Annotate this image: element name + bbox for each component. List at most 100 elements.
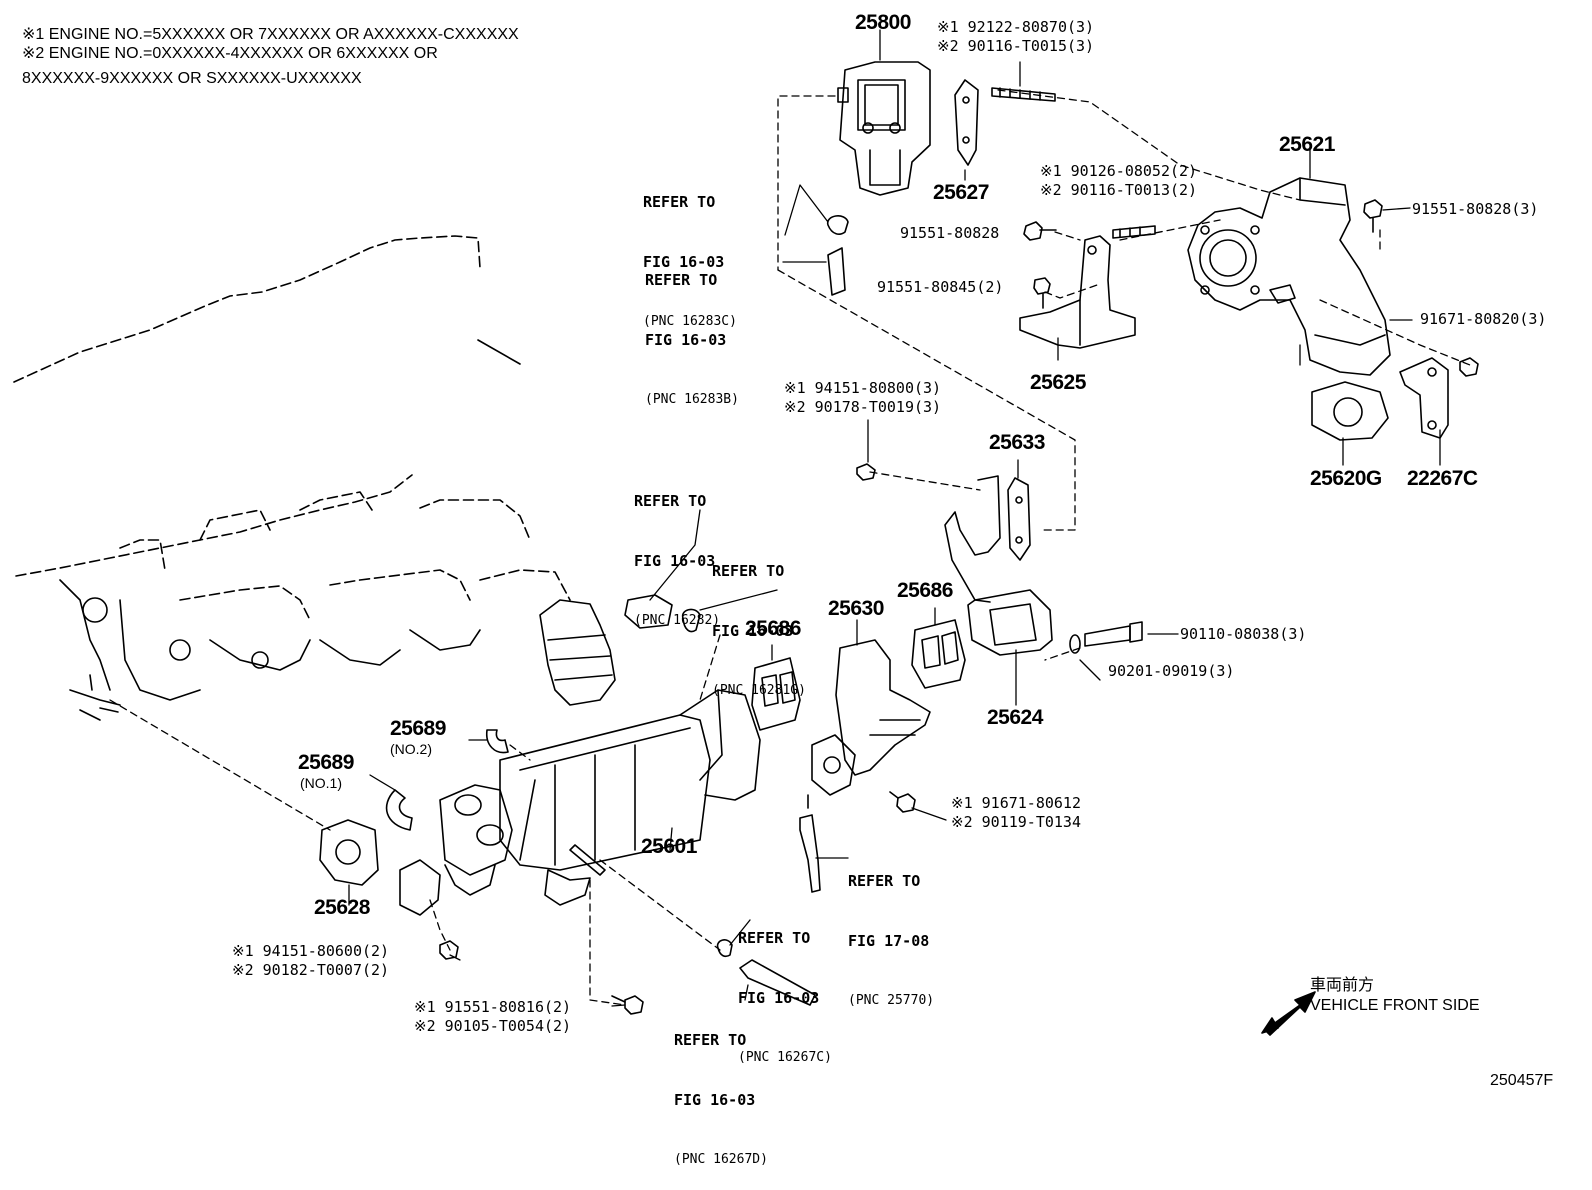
part-number-25686-left: 25686 bbox=[745, 617, 801, 640]
note-engine-2-line2: 8XXXXXX-9XXXXXX OR SXXXXXX-UXXXXXX bbox=[22, 70, 362, 87]
bolt-91551-80845 bbox=[1033, 277, 1051, 309]
label-nut-1: ※1 94151-80800(3) bbox=[784, 379, 942, 397]
gasket-25628 bbox=[319, 819, 379, 886]
refer-16282[interactable]: REFER TO FIG 16-03 (PNC 16282) bbox=[634, 451, 720, 651]
parts-diagram bbox=[13, 29, 1479, 1036]
label-washer-90201: 90201-09019(3) bbox=[1108, 662, 1235, 680]
hose-25770 bbox=[799, 814, 821, 893]
bolt-91551-80828 bbox=[1023, 221, 1057, 241]
label-bolt-91551-80828: 91551-80828 bbox=[900, 224, 1000, 242]
gasket-25627 bbox=[954, 79, 979, 166]
label-bolt-91551-80828-3: 91551-80828(3) bbox=[1412, 200, 1539, 218]
intake-manifold-section bbox=[539, 599, 616, 706]
label-bolt-lower-1: ※1 91551-80816(2) bbox=[414, 998, 572, 1016]
refer-16283b-line2: FIG 16-03 bbox=[645, 331, 727, 349]
vehicle-front-japanese: 車両前方 bbox=[1310, 977, 1375, 994]
refer-25770-line3: (PNC 25770) bbox=[848, 993, 935, 1008]
refer-16283c[interactable]: REFER TO FIG 16-03 (PNC 16283C) bbox=[643, 152, 737, 352]
bracket-25625 bbox=[1019, 235, 1136, 349]
label-bolt-91551-80845: 91551-80845(2) bbox=[877, 278, 1004, 296]
label-stud-1: ※1 92122-80870(3) bbox=[937, 18, 1095, 36]
washer-90201 bbox=[1069, 634, 1081, 654]
gasket-25686-left bbox=[751, 657, 801, 731]
refer-16281g[interactable]: REFER TO FIG 16-03 (PNC 16281G) bbox=[712, 521, 806, 721]
bolt-91671-80820 bbox=[1459, 357, 1479, 377]
clamp-16267c bbox=[716, 939, 733, 958]
gasket-25686-right bbox=[911, 619, 966, 689]
egr-valve-25800 bbox=[837, 61, 931, 196]
label-bolt-lower-2: ※2 90105-T0054(2) bbox=[414, 1017, 572, 1035]
refer-16281g-line3: (PNC 16281G) bbox=[712, 683, 806, 698]
refer-16281g-line2: FIG 16-03 bbox=[712, 622, 794, 640]
refer-25770-line1: REFER TO bbox=[848, 872, 921, 890]
nut-94151-80800 bbox=[856, 463, 876, 481]
clamp-16281g bbox=[681, 608, 701, 633]
part-number-25800: 25800 bbox=[855, 11, 911, 34]
bolt-90110 bbox=[1084, 621, 1143, 647]
refer-16282-line1: REFER TO bbox=[634, 492, 707, 510]
plate-22267C bbox=[1399, 357, 1449, 439]
engine-block-detail bbox=[59, 339, 521, 721]
cooler-outlet-pipe bbox=[399, 859, 496, 916]
nut-94151-80600 bbox=[439, 940, 459, 960]
part-number-25689-no2: 25689 bbox=[390, 717, 446, 740]
refer-25770[interactable]: REFER TO FIG 17-08 (PNC 25770) bbox=[848, 831, 934, 1031]
dashed-leaders bbox=[109, 89, 1471, 1006]
engine-lower-outline bbox=[15, 474, 571, 621]
label-nut-2: ※2 90178-T0019(3) bbox=[784, 398, 942, 416]
refer-16283b[interactable]: REFER TO FIG 16-03 (PNC 16283B) bbox=[645, 230, 739, 430]
label-nut-lower-1: ※1 94151-80600(2) bbox=[232, 942, 390, 960]
note-engine-2-line1: ※2 ENGINE NO.=0XXXXXX-4XXXXXX OR 6XXXXXX… bbox=[22, 45, 438, 62]
label-stud-2: ※2 90116-T0015(3) bbox=[937, 37, 1095, 55]
refer-16281g-line1: REFER TO bbox=[712, 562, 785, 580]
part-number-25689-no1-sub: (NO.1) bbox=[300, 775, 342, 791]
label-bolt-90110: 90110-08038(3) bbox=[1180, 625, 1307, 643]
clamp-25689-no2 bbox=[485, 729, 509, 754]
solid-leaders bbox=[348, 29, 1441, 1007]
part-number-25628: 25628 bbox=[314, 896, 370, 919]
part-number-25689-no2-sub: (NO.2) bbox=[390, 741, 432, 757]
gasket-25633 bbox=[1007, 477, 1031, 561]
refer-25770-line2: FIG 17-08 bbox=[848, 932, 930, 950]
label-stud2-2: ※2 90116-T0013(2) bbox=[1040, 181, 1198, 199]
refer-16267d-line3: (PNC 16267D) bbox=[674, 1152, 768, 1167]
hose-16267d bbox=[739, 959, 816, 1006]
refer-16283b-line3: (PNC 16283B) bbox=[645, 392, 739, 407]
refer-16283c-line1: REFER TO bbox=[643, 193, 716, 211]
egr-valve-25630 bbox=[807, 639, 931, 809]
refer-16267c-line3: (PNC 16267C) bbox=[738, 1050, 832, 1065]
label-bolt-91671-80820: 91671-80820(3) bbox=[1420, 310, 1547, 328]
label-nut-lower-2: ※2 90182-T0007(2) bbox=[232, 961, 390, 979]
part-number-25620G: 25620G bbox=[1310, 467, 1382, 490]
refer-16267d[interactable]: REFER TO FIG 16-03 (PNC 16267D) bbox=[674, 990, 768, 1190]
vehicle-front-english: VEHICLE FRONT SIDE bbox=[1310, 997, 1480, 1014]
label-bolt-91671-80612-1: ※1 91671-80612 bbox=[951, 794, 1081, 812]
stud-top bbox=[991, 87, 1056, 102]
vehicle-front-arrow bbox=[1261, 991, 1316, 1036]
part-number-25630: 25630 bbox=[828, 597, 884, 620]
refer-16267d-line1: REFER TO bbox=[674, 1031, 747, 1049]
bolt-91551-80816 bbox=[611, 995, 644, 1015]
refer-16283c-line3: (PNC 16283C) bbox=[643, 314, 737, 329]
part-number-25624: 25624 bbox=[987, 706, 1043, 729]
gasket-25620G bbox=[1311, 381, 1389, 441]
egr-housing-25621 bbox=[1187, 177, 1391, 376]
stud-cooler bbox=[569, 844, 606, 876]
part-number-25686-right: 25686 bbox=[897, 579, 953, 602]
part-number-25625: 25625 bbox=[1030, 371, 1086, 394]
bolt-91551-80828-3 bbox=[1363, 199, 1383, 233]
part-number-25621: 25621 bbox=[1279, 133, 1335, 156]
note-engine-1: ※1 ENGINE NO.=5XXXXXX OR 7XXXXXX OR AXXX… bbox=[22, 26, 519, 43]
egr-pipe-25624 bbox=[944, 475, 1053, 656]
egr-cooler-25601 bbox=[439, 689, 761, 906]
refer-16267c[interactable]: REFER TO FIG 16-03 (PNC 16267C) bbox=[738, 888, 832, 1088]
refer-16267c-line1: REFER TO bbox=[738, 929, 811, 947]
clamp-25689-no1 bbox=[385, 789, 413, 831]
refer-16283b-line1: REFER TO bbox=[645, 271, 718, 289]
hose-16282 bbox=[624, 594, 673, 629]
label-bolt-91671-80612-2: ※2 90119-T0134 bbox=[951, 813, 1081, 831]
refer-16267d-line2: FIG 16-03 bbox=[674, 1091, 756, 1109]
stud-middle bbox=[1112, 225, 1156, 239]
part-number-25601: 25601 bbox=[641, 835, 697, 858]
part-number-25689-no1: 25689 bbox=[298, 751, 354, 774]
